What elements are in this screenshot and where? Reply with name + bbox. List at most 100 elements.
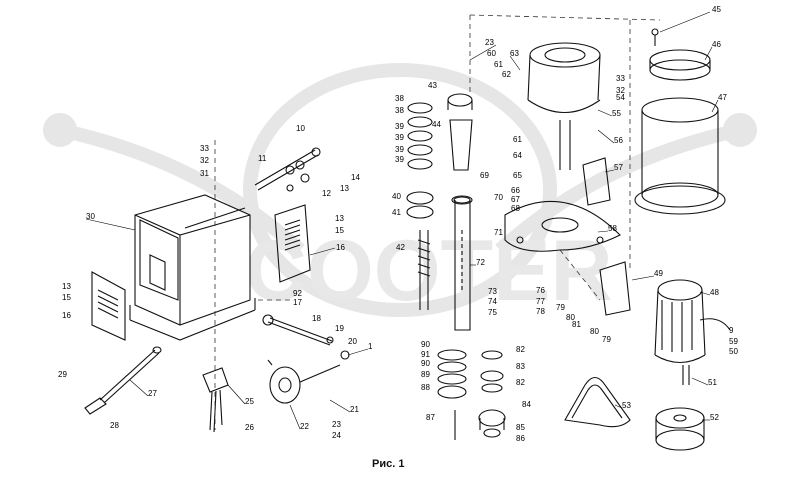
- spacer-discs-part: [406, 102, 434, 219]
- lever-shaft-part: [84, 346, 162, 415]
- label-61: 61: [513, 135, 522, 144]
- label-40: 40: [392, 192, 401, 201]
- label-92: 92: [293, 289, 302, 298]
- label-33: 33: [616, 74, 625, 83]
- label-79: 79: [556, 303, 565, 312]
- label-65: 65: [513, 171, 522, 180]
- label-55: 55: [612, 109, 621, 118]
- label-85: 85: [516, 423, 525, 432]
- label-69: 69: [480, 171, 489, 180]
- label-62: 62: [502, 70, 511, 79]
- label-49: 49: [654, 269, 663, 278]
- small-pulley-part: [479, 418, 505, 430]
- label-15: 15: [62, 293, 71, 302]
- label-73: 73: [488, 287, 497, 296]
- label-52: 52: [710, 413, 719, 422]
- label-45: 45: [712, 5, 721, 14]
- label-58: 58: [608, 224, 617, 233]
- label-17: 17: [293, 298, 302, 307]
- label-87: 87: [426, 413, 435, 422]
- label-50: 50: [729, 347, 738, 356]
- threaded-rod-part: [417, 230, 431, 310]
- label-46: 46: [712, 40, 721, 49]
- switch-part: [202, 367, 229, 433]
- label-82: 82: [516, 378, 525, 387]
- label-88: 88: [421, 383, 430, 392]
- label-89: 89: [421, 370, 430, 379]
- label-47: 47: [718, 93, 727, 102]
- label-90: 90: [421, 359, 430, 368]
- cutter-head-part: [447, 93, 473, 205]
- label-39: 39: [395, 145, 404, 154]
- label-21: 21: [350, 405, 359, 414]
- label-9: 9: [729, 326, 734, 335]
- label-72: 72: [476, 258, 485, 267]
- label-75: 75: [488, 308, 497, 317]
- label-68: 68: [511, 204, 520, 213]
- label-42: 42: [396, 243, 405, 252]
- label-39: 39: [395, 122, 404, 131]
- motor-part: [654, 279, 731, 385]
- watermark: [43, 63, 757, 317]
- label-1: 1: [368, 342, 373, 351]
- label-38: 38: [395, 94, 404, 103]
- fitting-parts: [254, 147, 321, 192]
- label-81: 81: [572, 320, 581, 329]
- label-70: 70: [494, 193, 503, 202]
- label-67: 67: [511, 195, 520, 204]
- bracket-part: [582, 157, 631, 316]
- label-54: 54: [616, 93, 625, 102]
- label-82: 82: [516, 345, 525, 354]
- label-74: 74: [488, 297, 497, 306]
- parts: [84, 28, 731, 451]
- callout-labels: 1 9 10 11 12 13 13 13 14 15 15 16 16 17 …: [58, 5, 738, 443]
- label-31: 31: [200, 169, 209, 178]
- label-63: 63: [510, 49, 519, 58]
- label-14: 14: [351, 173, 360, 182]
- label-25: 25: [245, 397, 254, 406]
- label-48: 48: [710, 288, 719, 297]
- label-29: 29: [58, 370, 67, 379]
- label-19: 19: [335, 324, 344, 333]
- label-24: 24: [332, 431, 341, 440]
- label-32: 32: [616, 86, 625, 95]
- label-60: 60: [487, 49, 496, 58]
- watermark-text: SCOOTER: [187, 223, 612, 319]
- label-39: 39: [395, 133, 404, 142]
- label-59: 59: [729, 337, 738, 346]
- label-16: 16: [62, 311, 71, 320]
- base-plate-part: [504, 200, 621, 252]
- label-84: 84: [522, 400, 531, 409]
- label-91: 91: [421, 350, 430, 359]
- label-27: 27: [148, 389, 157, 398]
- rod-part: [262, 314, 350, 360]
- bearing-stack-part: [437, 349, 506, 440]
- upper-housing-part: [527, 42, 601, 170]
- label-90: 90: [421, 340, 430, 349]
- label-23: 23: [332, 420, 341, 429]
- label-57: 57: [614, 163, 623, 172]
- label-71: 71: [494, 228, 503, 237]
- label-83: 83: [516, 362, 525, 371]
- label-53: 53: [622, 401, 631, 410]
- label-32: 32: [200, 156, 209, 165]
- label-86: 86: [516, 434, 525, 443]
- label-20: 20: [348, 337, 357, 346]
- label-44: 44: [432, 120, 441, 129]
- label-30: 30: [86, 212, 95, 221]
- label-66: 66: [511, 186, 520, 195]
- label-80: 80: [566, 313, 575, 322]
- side-panel-part: [274, 204, 311, 283]
- label-33: 33: [200, 144, 209, 153]
- label-18: 18: [312, 314, 321, 323]
- label-26: 26: [245, 423, 254, 432]
- label-12: 12: [322, 189, 331, 198]
- belt-part: [564, 376, 631, 428]
- label-43: 43: [428, 81, 437, 90]
- drum-housing-part: [634, 28, 726, 215]
- label-11: 11: [258, 154, 267, 163]
- pulley-part: [655, 407, 705, 451]
- label-80: 80: [590, 327, 599, 336]
